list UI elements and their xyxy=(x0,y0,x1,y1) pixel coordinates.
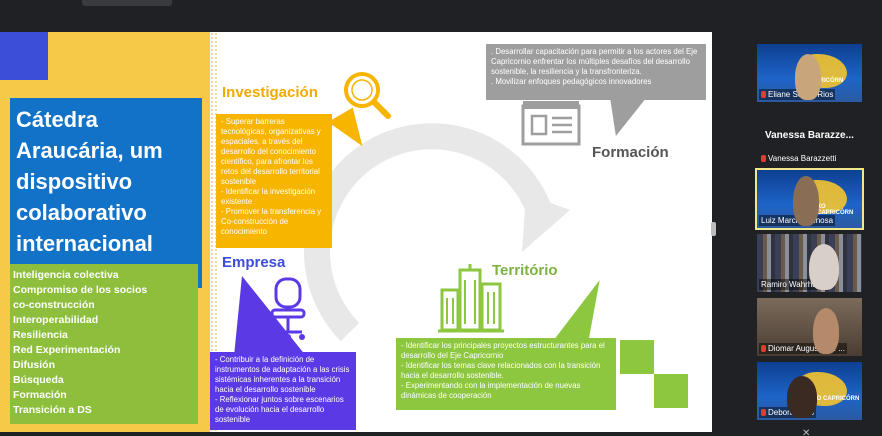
participant-tile[interactable]: Diomar Augusto de ... xyxy=(757,298,862,356)
bubble-line: Capricornio enfrentar los múltiples desa… xyxy=(491,57,690,66)
participants-panel: CAPRICÓRN Eliane Segati Rios Vanessa Bar… xyxy=(752,40,864,436)
chair-icon xyxy=(270,277,306,340)
investigacion-heading: Investigación xyxy=(222,84,318,101)
microphone-muted-icon xyxy=(761,409,766,416)
bubble-line: . Desarrollar capacitación para permitir… xyxy=(491,47,698,56)
participant-tile[interactable]: CAPRICÓRN Eliane Segati Rios xyxy=(757,44,862,102)
list-item: Inteligencia colectiva xyxy=(13,269,119,281)
decorative-dots xyxy=(210,32,218,432)
bubble-line: de evolución hacia el desarrollo xyxy=(215,405,325,414)
bubble-line: desarrollo del Eje Capricornio xyxy=(401,351,504,360)
participant-figure xyxy=(795,54,821,100)
participant-name: Diomar Augusto de ... xyxy=(759,343,847,354)
bubble-line: - Identificar los temas clave relacionad… xyxy=(401,361,601,370)
slide-title-line: Cátedra xyxy=(16,107,98,132)
bubble-line: sostenible xyxy=(215,415,251,424)
bubble-line: - Identificar los principales proyectos … xyxy=(401,341,605,350)
participant-tile[interactable]: Ramiro Wahrhaftig xyxy=(757,234,862,292)
virtual-background-banner: XO CAPRICÓRN xyxy=(817,204,854,216)
bubble-line: desarrollo del conocimiento xyxy=(221,147,316,156)
participant-figure xyxy=(813,308,839,354)
buildings-icon xyxy=(438,264,504,333)
slide-title-box: Cátedra Araucária, um dispositivo colabo… xyxy=(10,98,202,288)
empresa-bubble: - Contribuir a la definición de instrume… xyxy=(210,352,356,430)
bubble-line: tecnológicas, organizativas y xyxy=(221,127,321,136)
bubble-line: dinámicas de cooperación xyxy=(401,391,492,400)
formacion-bubble: . Desarrollar capacitación para permitir… xyxy=(486,44,706,100)
list-item: Transición a DS xyxy=(13,404,92,416)
participant-tile[interactable]: EIXO CAPRICÓRN Debora Lobo xyxy=(757,362,862,420)
bubble-line: espaciales, a través del xyxy=(221,137,303,146)
bubble-line: Co-construcción de xyxy=(221,217,289,226)
bubble-line: hacia el desarrollo sostenible. xyxy=(401,371,504,380)
virtual-background-banner: EIXO CAPRICÓRN xyxy=(807,396,860,402)
bubble-line: - Contribuir a la definición de xyxy=(215,355,315,364)
microphone-muted-icon xyxy=(761,345,766,352)
participant-figure xyxy=(809,244,839,290)
participant-display-name: Vanessa Barazze... xyxy=(765,130,854,141)
slide-title-line: dispositivo xyxy=(16,169,133,194)
list-item: Formación xyxy=(13,389,67,401)
magnifier-icon xyxy=(344,72,391,119)
bubble-line: . Movilizar enfoques pedagógicos innovad… xyxy=(491,77,652,86)
microphone-muted-icon xyxy=(761,91,766,98)
bubble-line: - Identificar la investigación xyxy=(221,187,316,196)
list-item: Resiliencia xyxy=(13,329,68,341)
territorio-bubble: - Identificar los principales proyectos … xyxy=(396,338,616,410)
panel-scroll-handle[interactable] xyxy=(711,222,716,236)
bubble-line: sostenible xyxy=(221,177,257,186)
bubble-line: conocimiento xyxy=(221,227,267,236)
virtual-background-banner: CAPRICÓRN xyxy=(807,78,844,84)
bubble-line: sostenible, la resiliencia y la transfro… xyxy=(491,67,642,76)
certificate-icon xyxy=(521,101,581,146)
participant-name: Vanessa Barazzetti xyxy=(759,153,838,164)
participant-figure xyxy=(787,376,817,418)
decorative-blue-square xyxy=(0,32,48,80)
formacion-heading: Formación xyxy=(592,144,669,161)
investigacion-bubble: - Superar barreras tecnológicas, organiz… xyxy=(216,114,332,248)
slide-title-line: colaborativo xyxy=(16,200,147,225)
participant-tile[interactable]: XO CAPRICÓRN Luiz Marcio Spinosa xyxy=(755,168,864,230)
bubble-line: - Experimentando con la implementación d… xyxy=(401,381,581,390)
decorative-green-square xyxy=(654,374,688,408)
shared-slide: Cátedra Araucária, um dispositivo colabo… xyxy=(0,32,712,432)
cycle-arrow-graphic xyxy=(303,123,570,342)
close-icon[interactable]: ✕ xyxy=(802,428,811,436)
bubble-line: - Promover la transferencia y xyxy=(221,207,322,216)
bubble-line: hacia el desarrollo sostenible xyxy=(215,385,316,394)
slide-title-line: internacional xyxy=(16,231,153,256)
participant-tile[interactable]: Vanessa Barazze... Vanessa Barazzetti xyxy=(757,118,862,166)
list-item: co-construcción xyxy=(13,299,95,311)
principles-list: Inteligencia colectiva Compromiso de los… xyxy=(10,264,198,424)
bubble-line: instrumentos de adaptación a las crisis xyxy=(215,365,350,374)
participant-name: Ramiro Wahrhaftig xyxy=(759,279,830,290)
list-item: Búsqueda xyxy=(13,374,64,386)
list-item: Red Experimentación xyxy=(13,344,121,356)
microphone-muted-icon xyxy=(761,155,766,162)
bubble-line: sistémicas inherentes a la transición xyxy=(215,375,341,384)
bubble-line: - Reflexionar juntos sobre escenarios xyxy=(215,395,344,404)
list-item: Interoperabilidad xyxy=(13,314,99,326)
list-item: Compromiso de los socios xyxy=(13,284,148,296)
bubble-line: científico, para afrontar los xyxy=(221,157,313,166)
formacion-pointer xyxy=(589,98,647,136)
participant-figure xyxy=(793,176,819,226)
bubble-line: - Superar barreras xyxy=(221,117,285,126)
territorio-heading: Território xyxy=(492,262,558,279)
empresa-heading: Empresa xyxy=(222,254,286,271)
slide-title-line: Araucária, um xyxy=(16,138,163,163)
bubble-line: retos del desarrollo territorial xyxy=(221,167,320,176)
list-item: Difusión xyxy=(13,359,55,371)
decorative-green-square xyxy=(620,340,654,374)
bubble-line: existente xyxy=(221,197,253,206)
top-toolbar-handle[interactable] xyxy=(82,0,172,6)
